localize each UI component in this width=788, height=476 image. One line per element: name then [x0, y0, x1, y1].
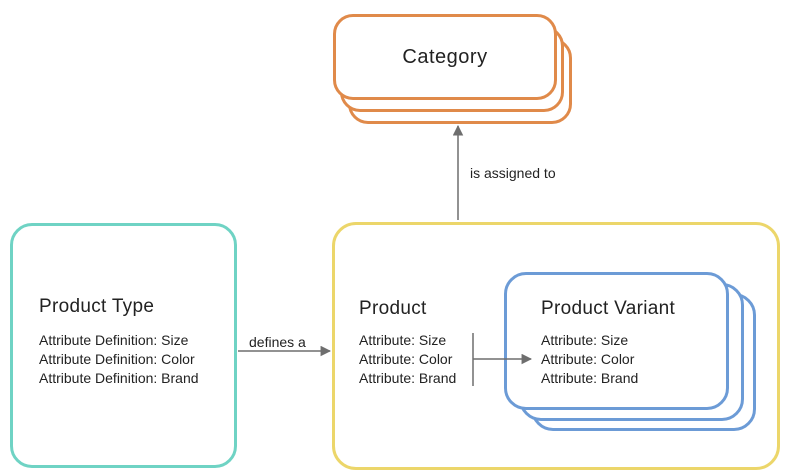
product-attribute-list: Attribute: Size Attribute: Color Attribu…	[359, 331, 456, 388]
category-title: Category	[402, 45, 488, 68]
category-node[interactable]: Category	[333, 14, 557, 100]
product-type-title: Product Type	[39, 296, 155, 317]
product-variant-node[interactable]	[504, 272, 729, 410]
product-type-attribute: Attribute Definition: Color	[39, 351, 195, 367]
assigned-edge-label: is assigned to	[470, 165, 556, 181]
product-type-node[interactable]	[10, 223, 237, 468]
product-variant-attribute: Attribute: Size	[541, 332, 629, 348]
product-variant-attribute-list: Attribute: Size Attribute: Color Attribu…	[541, 331, 638, 388]
product-variant-attribute: Attribute: Color	[541, 351, 635, 367]
product-variant-title: Product Variant	[541, 298, 676, 319]
defines-edge-label: defines a	[249, 334, 306, 350]
product-type-attribute-list: Attribute Definition: Size Attribute Def…	[39, 331, 199, 388]
product-attribute: Attribute: Size	[359, 332, 447, 348]
product-variant-attribute: Attribute: Brand	[541, 370, 639, 386]
product-type-attribute: Attribute Definition: Size	[39, 332, 189, 348]
product-title: Product	[359, 298, 427, 319]
product-attribute: Attribute: Brand	[359, 370, 457, 386]
product-attribute: Attribute: Color	[359, 351, 453, 367]
product-type-attribute: Attribute Definition: Brand	[39, 370, 199, 386]
